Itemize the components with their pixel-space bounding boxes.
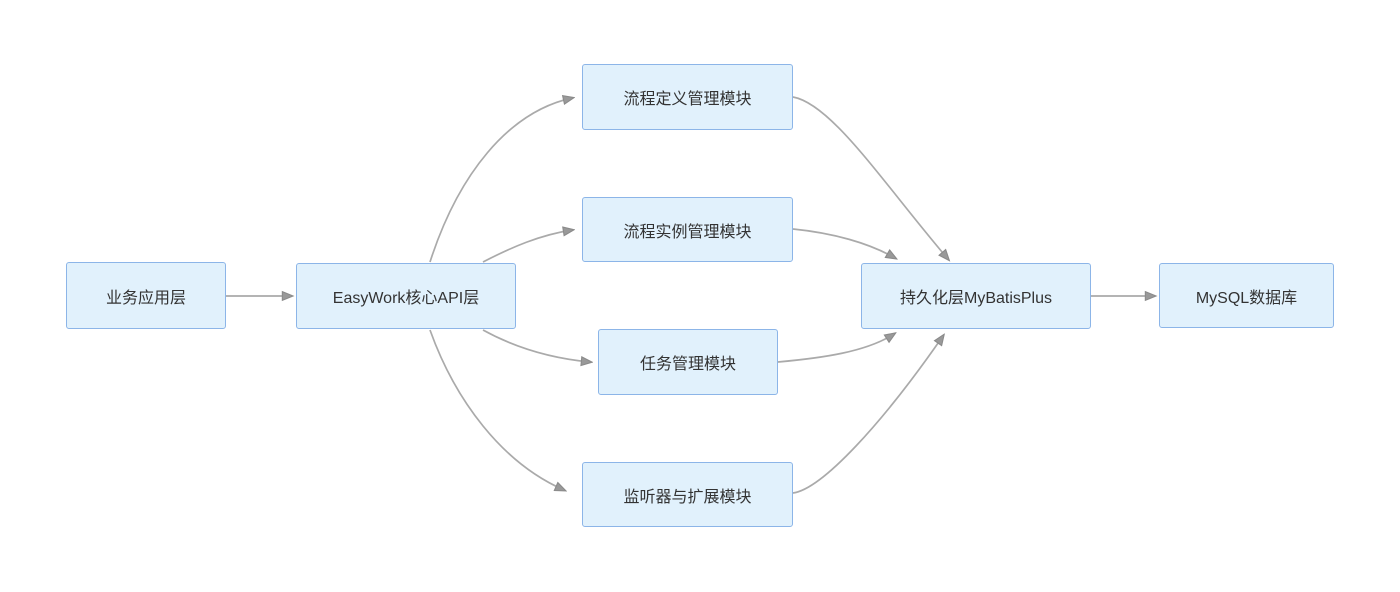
- edge-process-def-module-to-persistence-layer: [792, 96, 948, 259]
- node-mysql-database: MySQL数据库: [1159, 263, 1334, 328]
- node-process-def-module: 流程定义管理模块: [582, 64, 793, 130]
- node-process-inst-module: 流程实例管理模块: [582, 197, 793, 262]
- edge-process-inst-module-to-persistence-layer: [792, 228, 895, 258]
- node-business-app-layer: 业务应用层: [66, 262, 226, 329]
- node-persistence-layer: 持久化层MyBatisPlus: [861, 263, 1091, 329]
- node-easywork-core-api: EasyWork核心API层: [296, 263, 516, 329]
- edge-easywork-core-api-to-process-def-module: [429, 98, 572, 263]
- edge-listener-ext-module-to-persistence-layer: [792, 336, 943, 494]
- edge-easywork-core-api-to-listener-ext-module: [429, 329, 564, 490]
- edge-easywork-core-api-to-task-module: [482, 329, 590, 362]
- edge-easywork-core-api-to-process-inst-module: [482, 230, 572, 263]
- node-task-module: 任务管理模块: [598, 329, 778, 395]
- edge-task-module-to-persistence-layer: [777, 334, 894, 363]
- node-listener-ext-module: 监听器与扩展模块: [582, 462, 793, 527]
